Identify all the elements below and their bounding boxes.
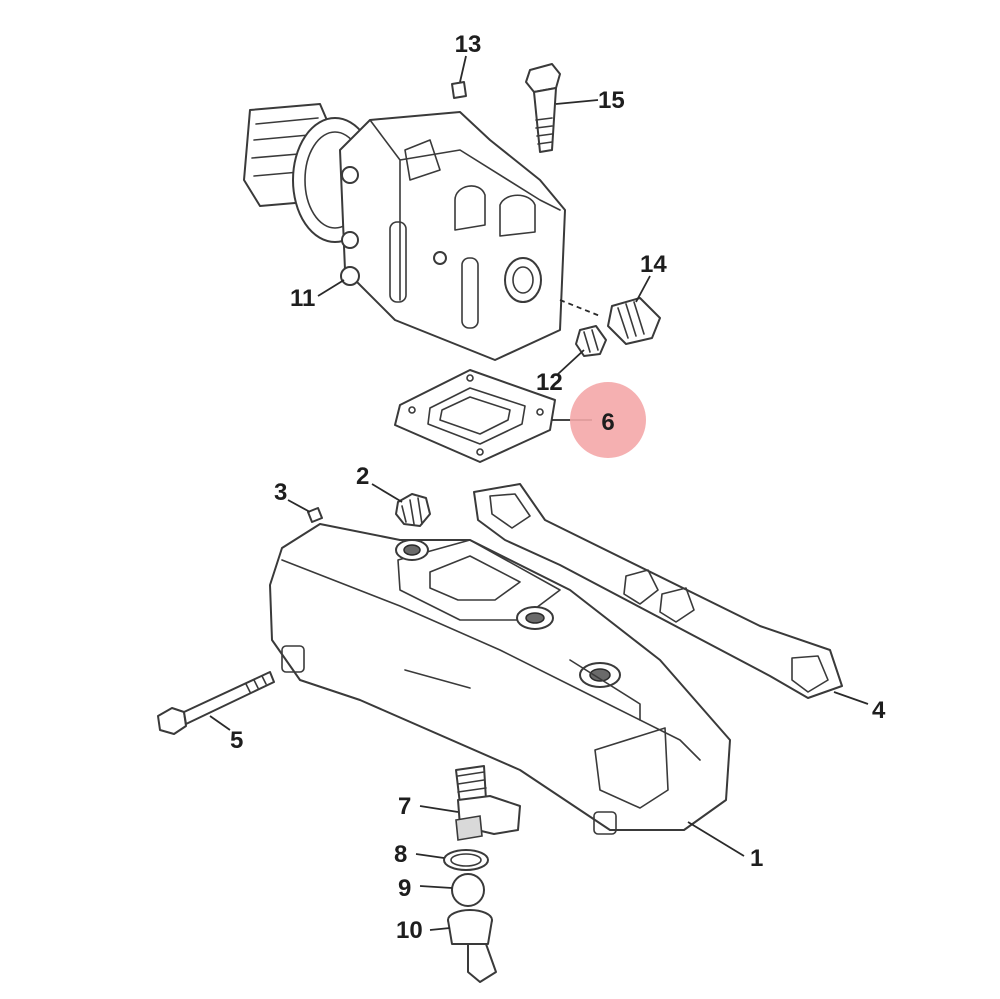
callout-1: 1 bbox=[750, 845, 763, 872]
callout-11: 11 bbox=[290, 285, 315, 312]
part-8-o-ring bbox=[443, 849, 489, 871]
part-3-screw bbox=[307, 507, 323, 523]
callout-3: 3 bbox=[274, 479, 287, 506]
callout-8: 8 bbox=[394, 841, 407, 868]
callout-9: 9 bbox=[398, 875, 411, 902]
part-15-bolt bbox=[525, 63, 561, 153]
part-2-nut bbox=[395, 493, 431, 527]
callout-13: 13 bbox=[455, 31, 482, 58]
callout-4: 4 bbox=[872, 697, 886, 724]
part-4-manifold-gasket bbox=[473, 483, 843, 699]
part-6-gasket bbox=[394, 369, 556, 463]
part-5-bolt bbox=[157, 671, 275, 735]
callout-labels: 13 15 11 14 12 6 2 3 4 5 1 7 8 9 10 bbox=[230, 31, 886, 944]
part-11-riser-elbow bbox=[243, 103, 566, 361]
callout-5: 5 bbox=[230, 727, 243, 754]
part-10-drain bbox=[447, 909, 497, 983]
part-7-fitting bbox=[455, 765, 521, 841]
part-14-fitting bbox=[559, 297, 661, 345]
callout-12: 12 bbox=[536, 369, 563, 396]
callout-14: 14 bbox=[640, 251, 667, 278]
callout-15: 15 bbox=[598, 87, 625, 114]
part-13-plug bbox=[451, 81, 467, 99]
callout-7: 7 bbox=[398, 793, 411, 820]
callout-2: 2 bbox=[356, 463, 369, 490]
highlight-circle bbox=[570, 382, 646, 458]
part-1-manifold bbox=[269, 523, 731, 835]
callout-10: 10 bbox=[396, 917, 423, 944]
callout-6: 6 bbox=[601, 409, 614, 436]
part-9-ball bbox=[451, 873, 485, 907]
part-12-fitting bbox=[575, 325, 607, 357]
